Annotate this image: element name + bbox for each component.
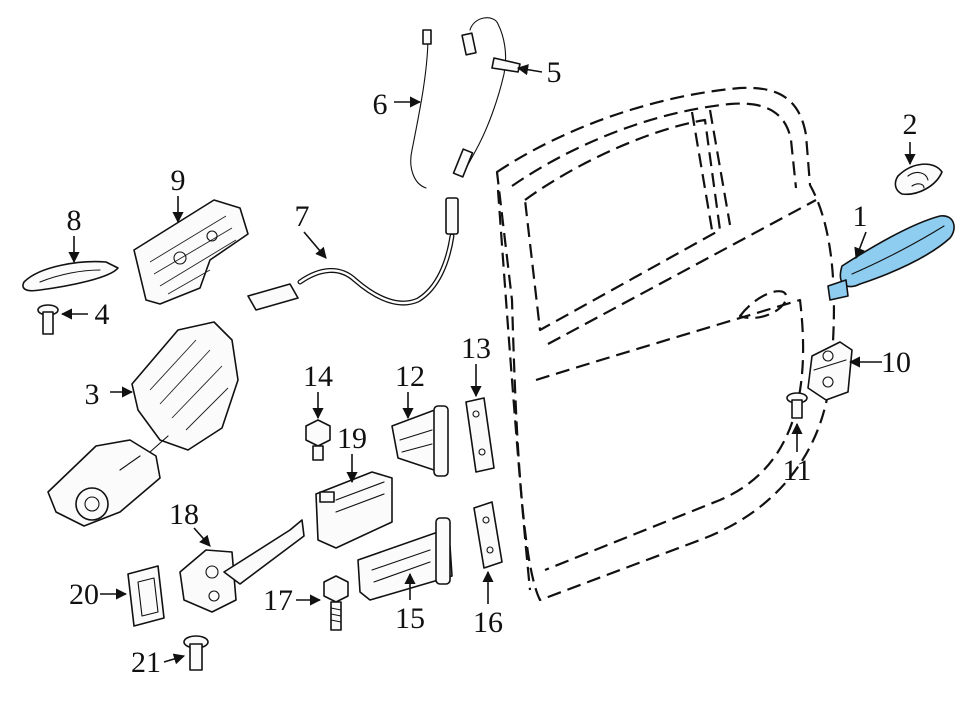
- screw-11: [786, 392, 808, 419]
- leader-lines: [60, 64, 916, 665]
- upper-hinge: [391, 405, 449, 477]
- lower-hinge-shim: [473, 501, 503, 569]
- callout-12: 12: [395, 360, 425, 393]
- callout-4: 4: [95, 298, 110, 331]
- callout-3: 3: [85, 378, 100, 411]
- lock-rod-6: [410, 29, 432, 189]
- callout-11: 11: [783, 454, 812, 487]
- callout-6: 6: [373, 88, 388, 121]
- callout-13: 13: [461, 332, 491, 365]
- callout-14: 14: [303, 360, 333, 393]
- callout-9: 9: [171, 164, 186, 197]
- lock-cable-5: [452, 17, 521, 178]
- callout-5: 5: [547, 56, 562, 89]
- callout-19: 19: [337, 422, 367, 455]
- outside-door-handle: [827, 215, 955, 301]
- callout-7: 7: [295, 200, 310, 233]
- check-strap-gasket: [127, 565, 165, 627]
- door-striker-bracket: [807, 341, 853, 401]
- callout-16: 16: [473, 606, 503, 639]
- lower-hinge: [357, 517, 453, 601]
- callout-numbers: 1 2 3 4 5 6 7 8 9 10 11 12 13 14 15 16 1…: [67, 56, 918, 679]
- callout-8: 8: [67, 204, 82, 237]
- callout-10: 10: [881, 346, 911, 379]
- rear-door-outline: [495, 86, 836, 602]
- inner-handle-housing: [133, 199, 249, 305]
- bolt-17: [323, 575, 349, 631]
- release-cable-7: [247, 197, 459, 311]
- inside-door-handle: [22, 260, 119, 292]
- callout-15: 15: [395, 602, 425, 635]
- bolt-4: [37, 304, 59, 335]
- hinge-pin-14: [305, 419, 331, 461]
- door-check-strap: [179, 519, 305, 613]
- bolt-21: [183, 635, 209, 671]
- callout-21: 21: [131, 646, 161, 679]
- callout-2: 2: [903, 108, 918, 141]
- callout-1: 1: [853, 200, 868, 233]
- check-strap-housing: [315, 471, 393, 549]
- callout-20: 20: [69, 578, 99, 611]
- upper-hinge-shim: [465, 397, 495, 473]
- callout-17: 17: [263, 584, 293, 617]
- callout-18: 18: [169, 498, 199, 531]
- door-latch-actuator: [47, 321, 239, 527]
- handle-end-cap: [894, 163, 943, 196]
